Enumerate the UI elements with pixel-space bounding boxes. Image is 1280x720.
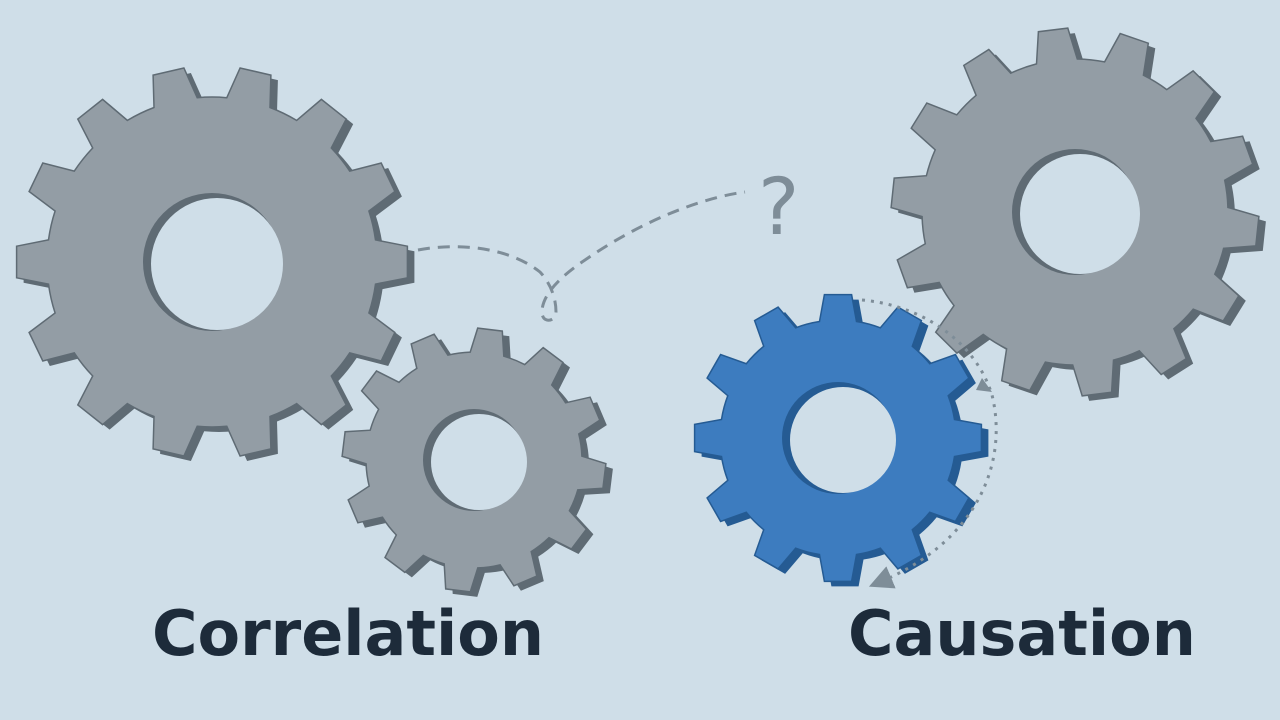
causation-driven-gear-hole (1020, 154, 1140, 274)
correlation-small-gear (341, 327, 613, 597)
causation-driver-gear (693, 293, 989, 587)
causation-dotted-arrow-tip (976, 378, 992, 392)
dashed-question-path (417, 190, 746, 322)
causation-label: Causation (848, 597, 1196, 670)
correlation-small-gear-hole (431, 414, 527, 510)
causation-driver-gear-hole (790, 387, 896, 493)
correlation-large-gear (15, 67, 415, 461)
correlation-label: Correlation (152, 597, 545, 670)
correlation-large-gear-hole (151, 198, 283, 330)
gears-layer (15, 27, 1266, 597)
causation-driven-gear (890, 27, 1266, 401)
question-mark: ? (758, 163, 800, 253)
